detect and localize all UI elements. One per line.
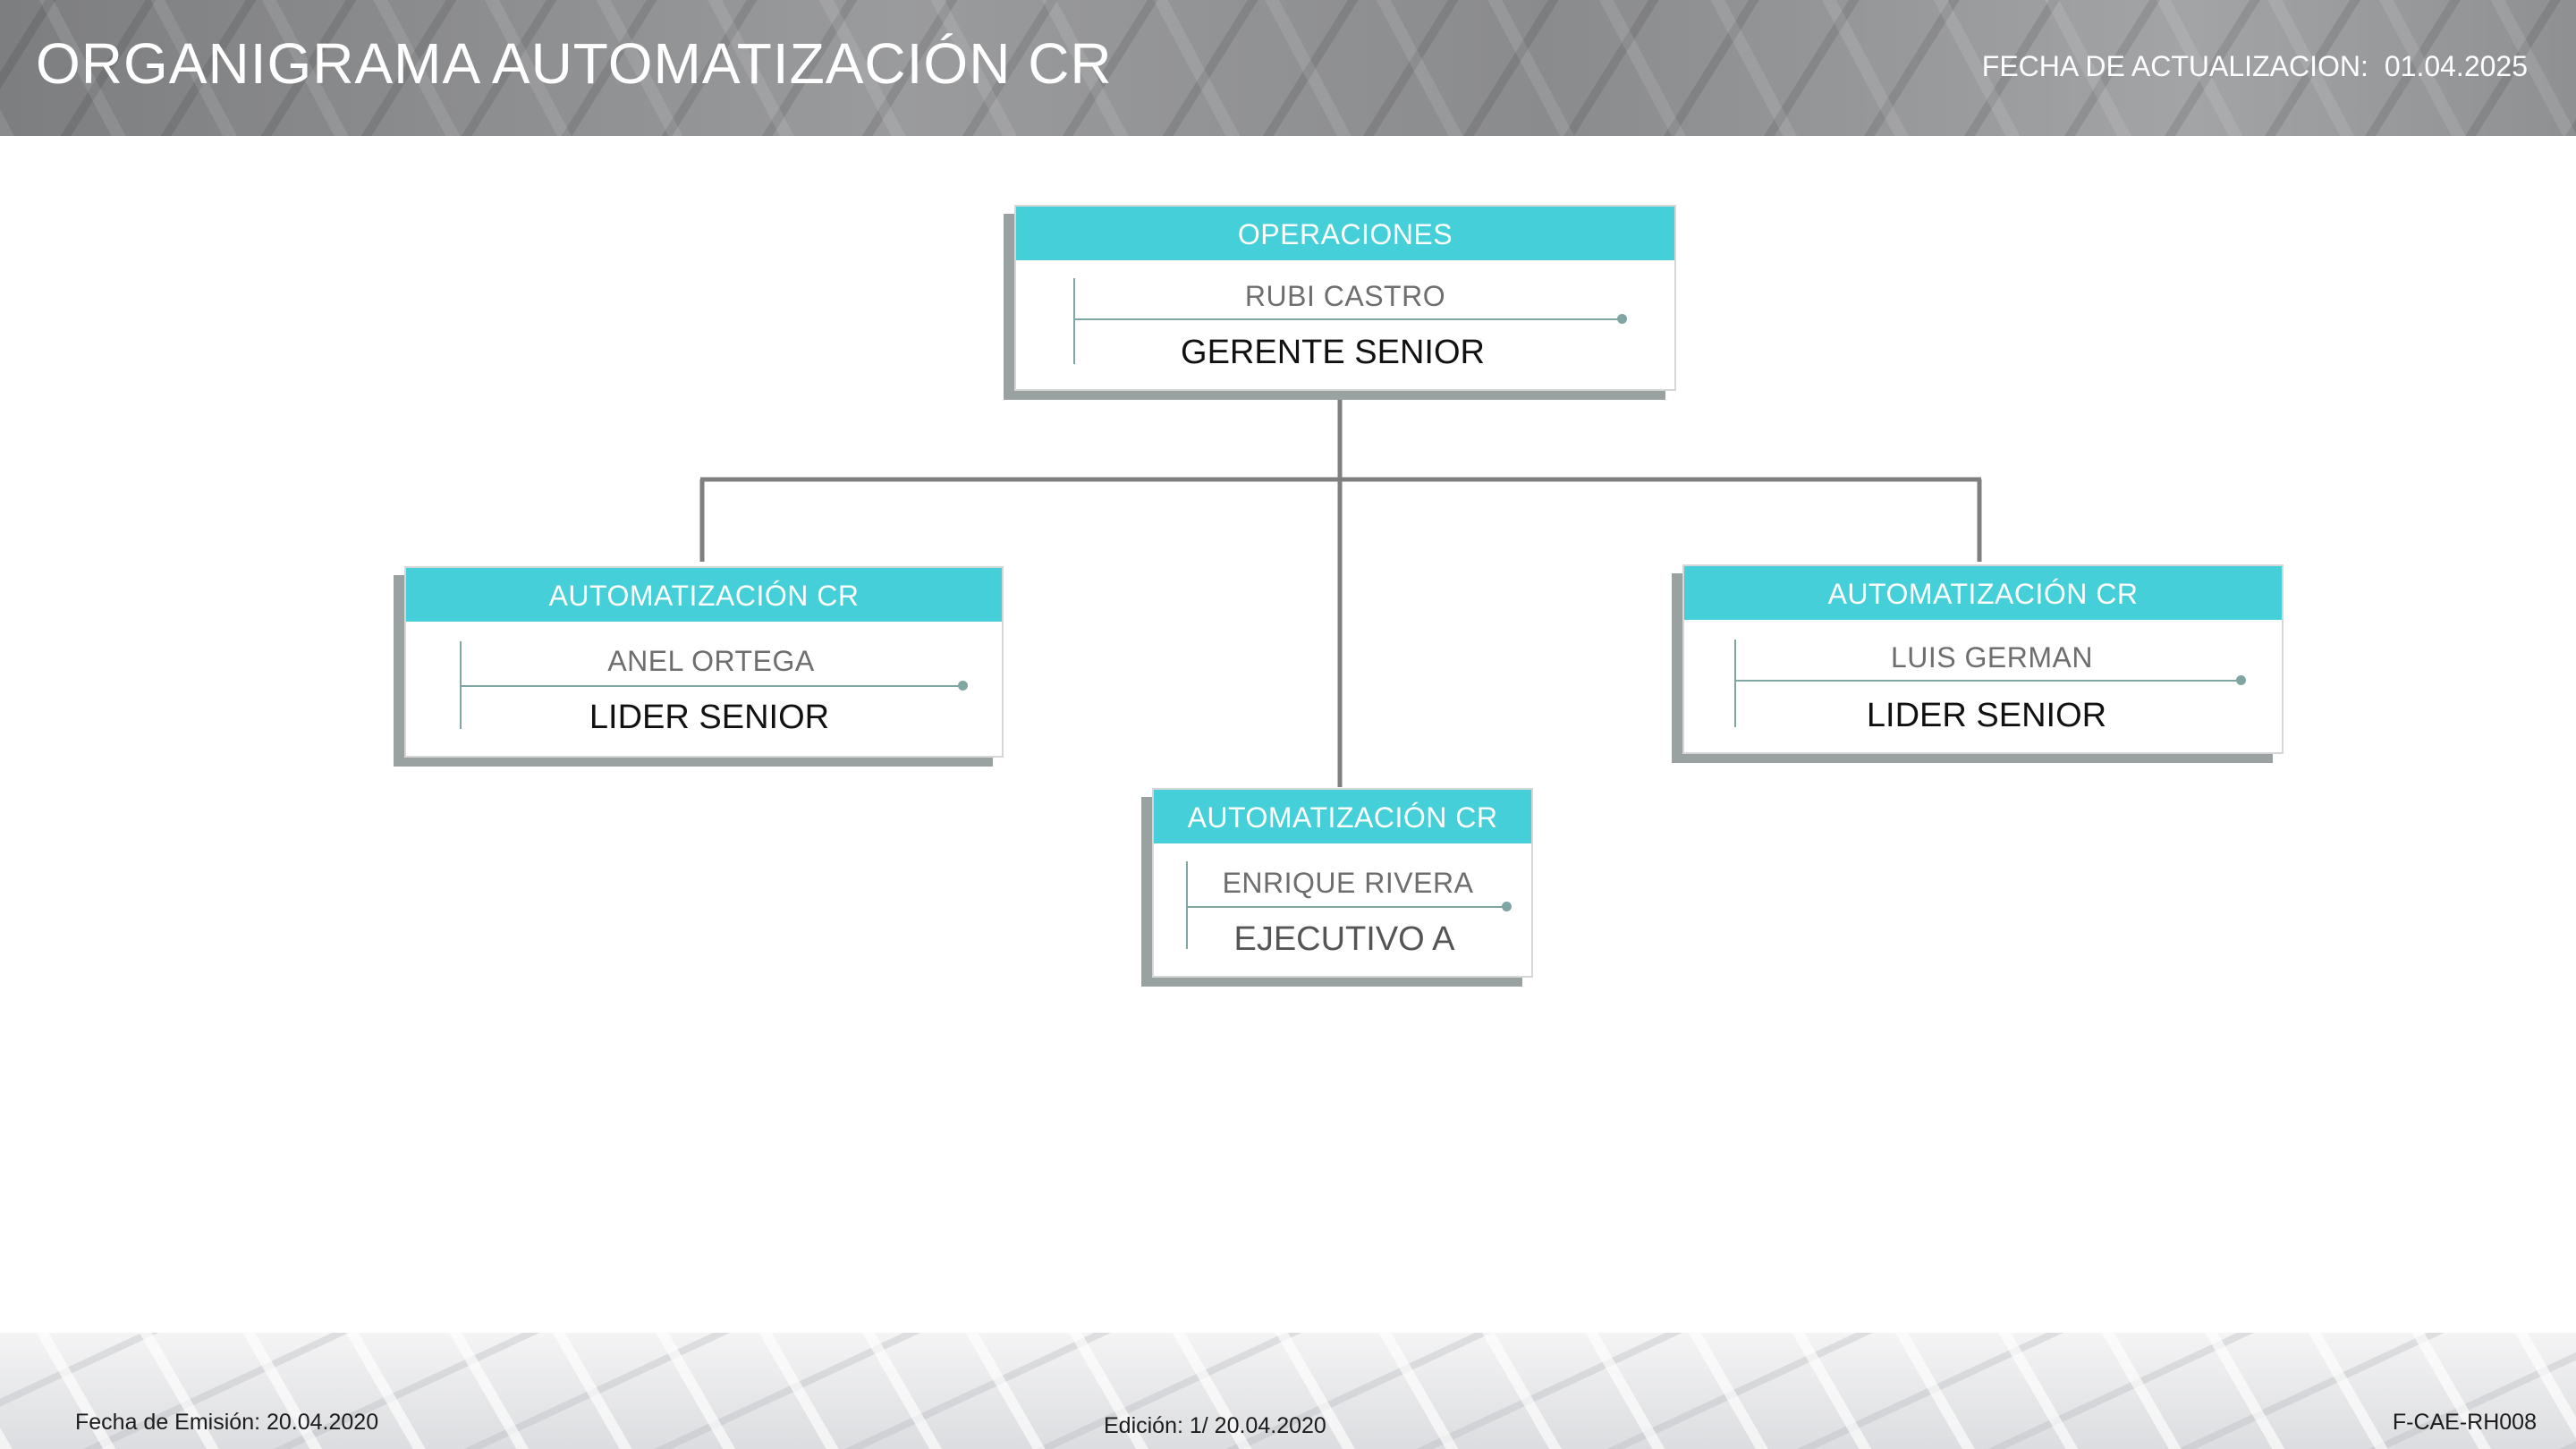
footer-edition: Edición: 1/ 20.04.2020	[1104, 1413, 1326, 1438]
card-person-role: GERENTE SENIOR	[1181, 334, 1485, 371]
divider-dot	[1502, 902, 1512, 911]
divider-dot	[2236, 675, 2246, 685]
card-person-role: LIDER SENIOR	[1866, 697, 2107, 734]
card-accent-bar	[1734, 640, 1736, 727]
divider-dot	[1617, 314, 1627, 324]
org-card-automatizacion-left[interactable]: AUTOMATIZACIÓN CR ANEL ORTEGA LIDER SENI…	[404, 566, 1004, 758]
update-date-label: FECHA DE ACTUALIZACION:	[1981, 50, 2368, 82]
page-title: ORGANIGRAMA AUTOMATIZACIÓN CR	[36, 31, 1113, 96]
footer-document-code: F-CAE-RH008	[2392, 1410, 2537, 1435]
footer-banner	[0, 1333, 2576, 1449]
card-department: AUTOMATIZACIÓN CR	[1684, 566, 2282, 620]
divider-dot	[958, 681, 968, 691]
org-card-automatizacion-right[interactable]: AUTOMATIZACIÓN CR LUIS GERMAN LIDER SENI…	[1682, 564, 2284, 754]
card-department: OPERACIONES	[1016, 207, 1674, 260]
card-person-role: EJECUTIVO A	[1233, 920, 1455, 958]
card-person-name: ENRIQUE RIVERA	[1222, 867, 1474, 899]
card-person-role: LIDER SENIOR	[589, 699, 830, 736]
update-date: FECHA DE ACTUALIZACION: 01.04.2025	[1982, 50, 2528, 83]
footer-emission-date: Fecha de Emisión: 20.04.2020	[75, 1410, 379, 1435]
card-divider	[1186, 906, 1504, 908]
card-person-name: LUIS GERMAN	[1891, 641, 2093, 674]
update-date-value: 01.04.2025	[2384, 50, 2528, 82]
header-banner: ORGANIGRAMA AUTOMATIZACIÓN CR FECHA DE A…	[0, 0, 2576, 136]
card-accent-bar	[1186, 861, 1188, 949]
card-department: AUTOMATIZACIÓN CR	[406, 568, 1002, 622]
card-divider	[460, 685, 961, 687]
card-accent-bar	[1073, 278, 1075, 364]
card-department: AUTOMATIZACIÓN CR	[1154, 790, 1531, 843]
card-divider	[1734, 680, 2239, 682]
card-person-name: ANEL ORTEGA	[607, 645, 815, 677]
card-divider	[1073, 318, 1621, 320]
org-card-automatizacion-center[interactable]: AUTOMATIZACIÓN CR ENRIQUE RIVERA EJECUTI…	[1152, 788, 1533, 978]
card-person-name: RUBI CASTRO	[1244, 280, 1446, 312]
org-card-operaciones[interactable]: OPERACIONES RUBI CASTRO GERENTE SENIOR	[1014, 205, 1676, 391]
